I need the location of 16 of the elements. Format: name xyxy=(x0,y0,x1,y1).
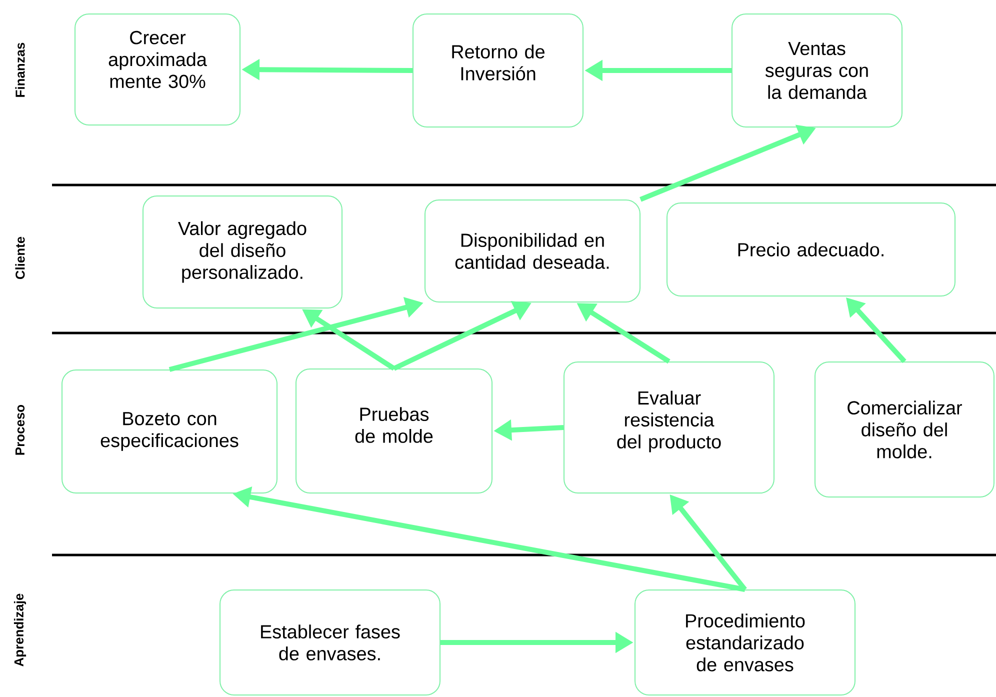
process-box: Crecer aproximada mente 30% xyxy=(74,14,240,126)
process-box: Bozeto con especificaciones xyxy=(62,370,278,494)
process-box: Disponibilidad en cantidad deseada. xyxy=(424,200,640,302)
band-label: Proceso xyxy=(16,404,25,455)
process-box: Precio adecuado. xyxy=(666,202,956,296)
process-box: Establecer fases de envases. xyxy=(220,590,440,696)
band-label: Cliente xyxy=(15,236,25,280)
process-box: Evaluar resistencia del producto xyxy=(564,362,774,494)
process-box: Retorno de Inversión xyxy=(412,14,584,128)
process-box: Comercializar diseño del molde. xyxy=(814,362,994,498)
process-box: Procedimiento estandarizado de envases xyxy=(634,590,856,696)
process-box: Valor agregado del diseño personalizado. xyxy=(142,196,342,308)
process-box: Ventas seguras con la demanda xyxy=(732,14,902,128)
band-label: Finanzas xyxy=(15,42,25,97)
band-label: Aprendizaje xyxy=(14,594,26,666)
process-box: Pruebas de molde xyxy=(296,368,492,494)
